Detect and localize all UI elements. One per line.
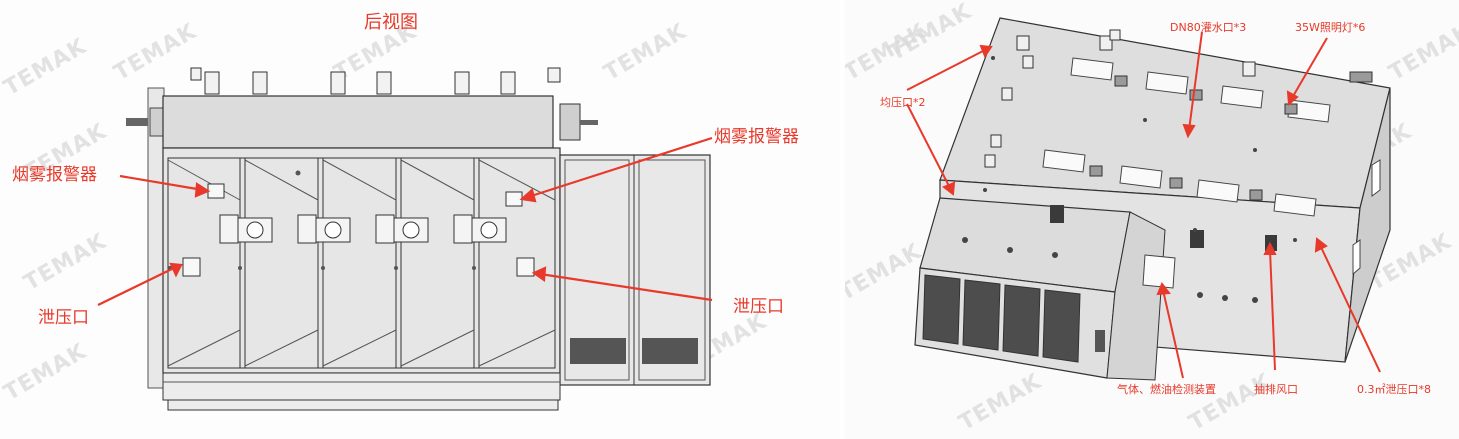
relief-port-label-left: 泄压口 xyxy=(38,308,89,328)
rear-view-title: 后视图 xyxy=(364,12,418,33)
isometric-drawing xyxy=(906,17,1391,381)
exhaust-port-label: 抽排风口 xyxy=(1254,383,1298,396)
isometric-view-panel: TEMAK TEMAK TEMAK TEMAK TEMAK TEMAK TEMA… xyxy=(845,0,1459,439)
lighting-label: 35W照明灯*6 xyxy=(1295,21,1366,34)
smoke-alarm-label-right: 烟雾报警器 xyxy=(714,127,799,147)
relief-port-label-right: 泄压口 xyxy=(733,297,784,317)
relief-port-area-label: 0.3㎡泄压口*8 xyxy=(1357,383,1431,396)
rear-view-panel: TEMAK TEMAK TEMAK TEMAK TEMAK TEMAK TEMA… xyxy=(0,12,799,411)
water-inlet-label: DN80灌水口*3 xyxy=(1170,21,1247,34)
rear-view-drawing xyxy=(97,67,713,411)
smoke-alarm-label-left: 烟雾报警器 xyxy=(12,165,97,185)
gas-detector-label: 气体、燃油检测装置 xyxy=(1117,383,1216,396)
equalizing-port-label: 均压口*2 xyxy=(880,96,926,109)
